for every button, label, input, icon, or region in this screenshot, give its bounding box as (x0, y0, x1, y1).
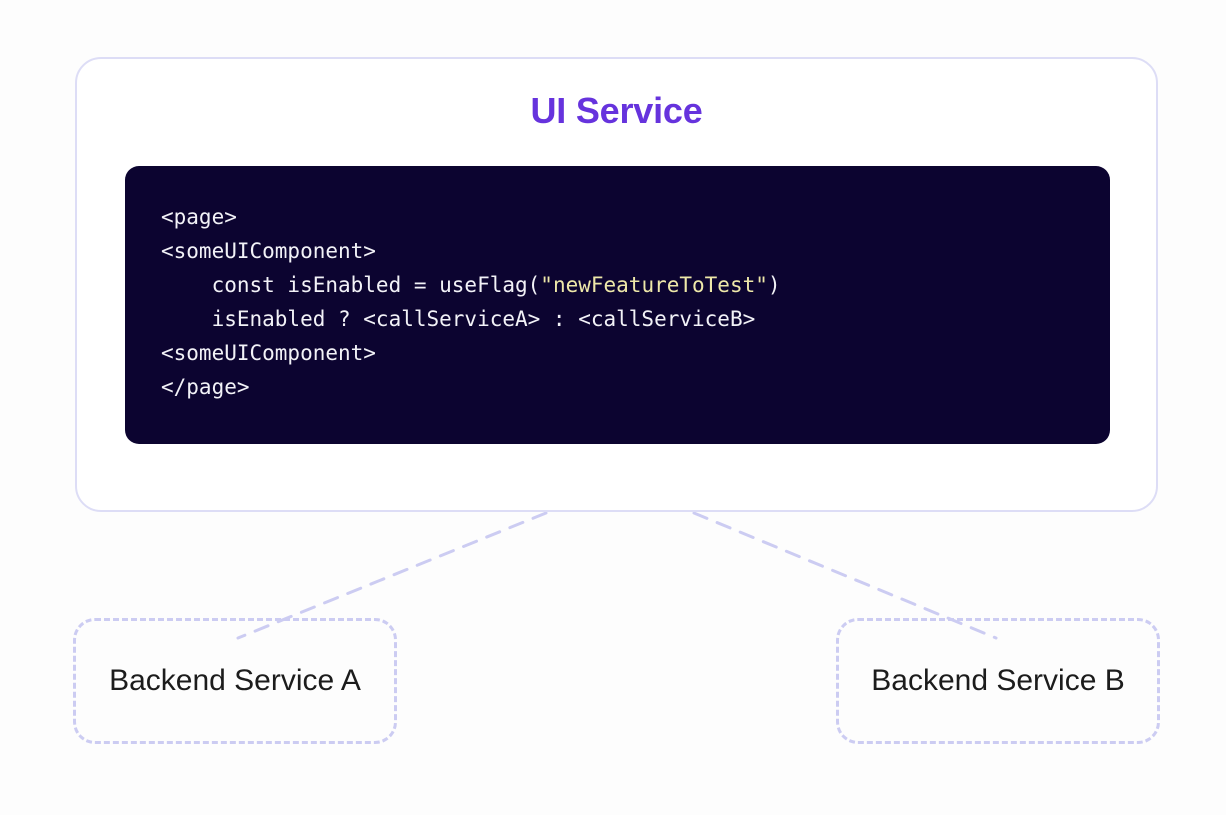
code-line: const isEnabled = useFlag("newFeatureToT… (161, 268, 1110, 302)
backend-service-b-label: Backend Service B (871, 664, 1125, 697)
code-string-literal: "newFeatureToTest" (540, 273, 768, 297)
page-title: UI Service (530, 90, 703, 131)
code-line: <page> (161, 200, 1110, 234)
code-line: </page> (161, 370, 1110, 404)
code-text: isEnabled ? <callServiceA> : <callServic… (161, 307, 756, 331)
backend-service-a-label: Backend Service A (109, 664, 361, 697)
code-snippet-block: <page> <someUIComponent> const isEnabled… (125, 166, 1110, 444)
code-text: <page> (161, 205, 237, 229)
code-text: <someUIComponent> (161, 239, 376, 263)
backend-service-b-box: Backend Service B (836, 618, 1160, 744)
code-line: <someUIComponent> (161, 234, 1110, 268)
backend-service-a-box: Backend Service A (73, 618, 397, 744)
code-line: isEnabled ? <callServiceA> : <callServic… (161, 302, 1110, 336)
code-text: <someUIComponent> (161, 341, 376, 365)
code-text: </page> (161, 375, 250, 399)
code-text: const isEnabled = useFlag( (161, 273, 541, 297)
ui-service-container: UI Service <page> <someUIComponent> cons… (75, 57, 1158, 512)
code-text: ) (767, 273, 781, 297)
code-line: <someUIComponent> (161, 336, 1110, 370)
